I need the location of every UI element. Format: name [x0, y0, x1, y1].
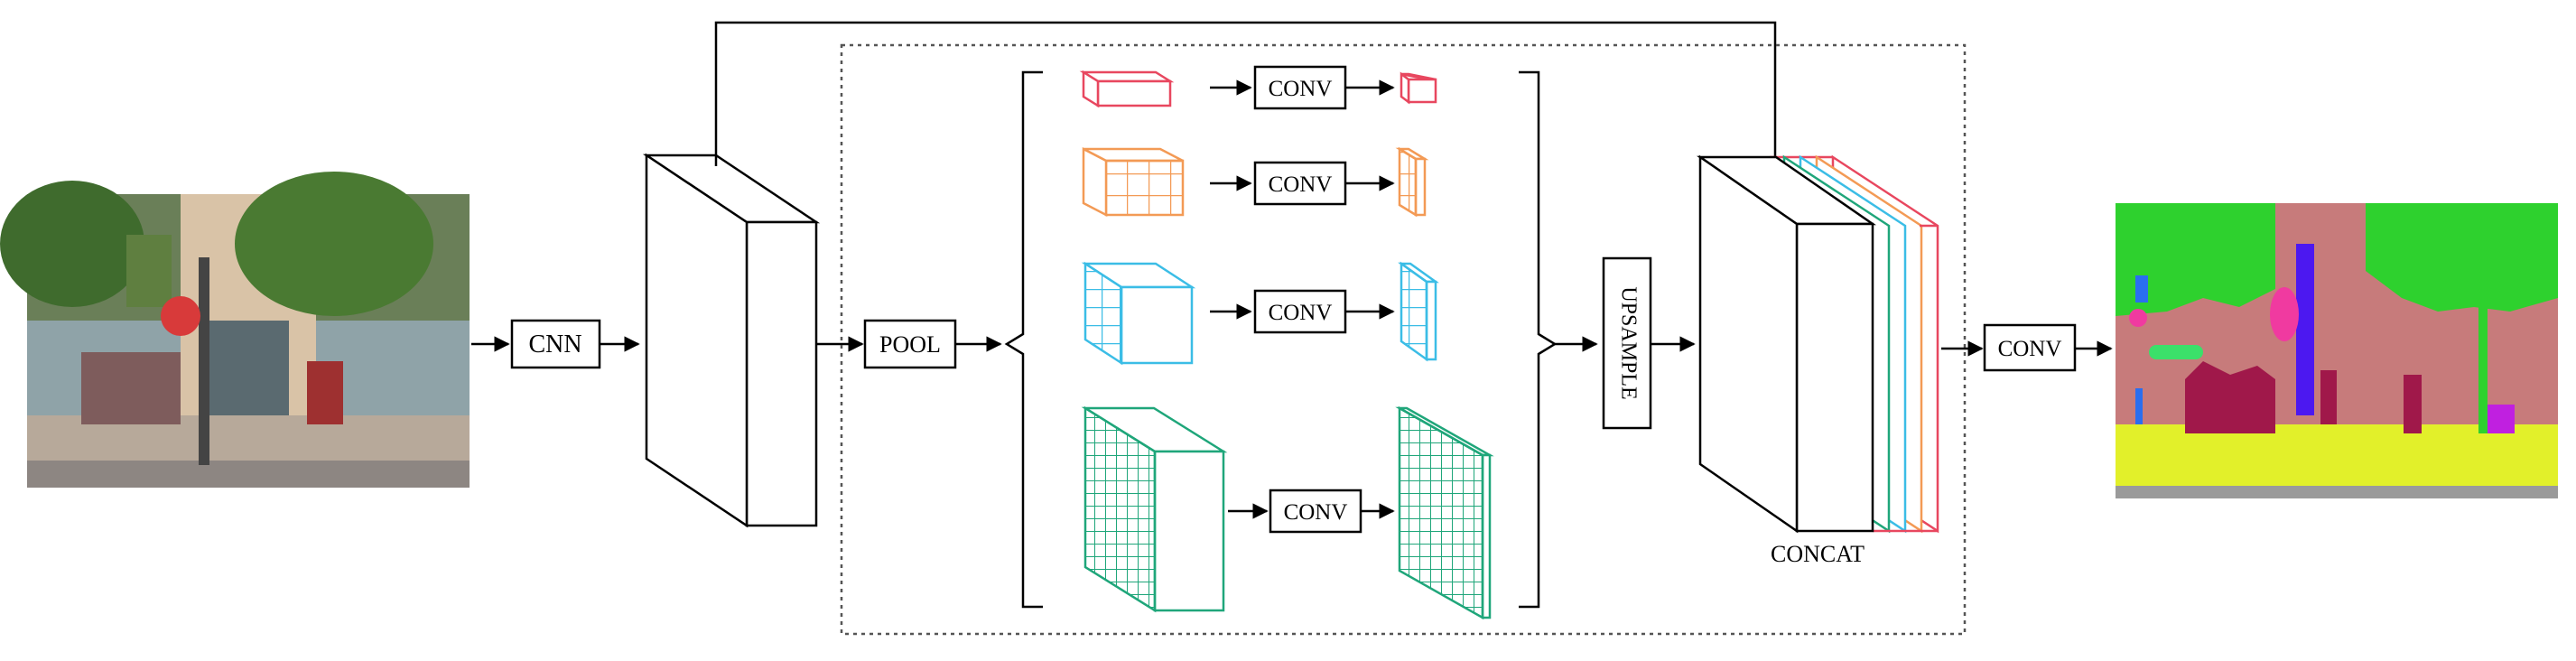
final-conv-label: CONV [1998, 337, 2062, 361]
pooled-feature-cyan [1081, 261, 1196, 366]
pooled-feature-red [1079, 70, 1175, 108]
concat-label: CONCAT [1771, 541, 1865, 567]
pool-label: POOL [879, 331, 941, 358]
reduced-feature-green [1395, 405, 1494, 620]
output-segmentation [2116, 203, 2558, 498]
input-image [0, 172, 470, 488]
cnn-label: CNN [528, 330, 581, 358]
pyramid-pooling-module [840, 43, 1967, 636]
feature-map [642, 153, 821, 528]
conv-label-4: CONV [1284, 500, 1348, 525]
skip-connection-arrow [714, 21, 1783, 182]
reduced-feature-cyan [1398, 261, 1439, 362]
conv-label-3: CONV [1269, 301, 1333, 325]
pooled-feature-orange [1082, 146, 1185, 218]
conv-label-2: CONV [1269, 172, 1333, 197]
upsample-label: UPSAMPLE [1616, 286, 1640, 399]
pooled-feature-green [1081, 405, 1228, 613]
concat-block [1696, 154, 1939, 534]
left-bracket [1004, 70, 1043, 609]
reduced-feature-orange [1395, 146, 1429, 218]
upsample-box [1602, 256, 1652, 430]
right-bracket [1519, 70, 1558, 609]
reduced-feature-red [1400, 71, 1437, 105]
conv-box-4 [1269, 489, 1362, 534]
pool-box [863, 319, 957, 369]
conv-label-1: CONV [1269, 77, 1333, 101]
conv-box-1 [1253, 65, 1347, 110]
conv-box-3 [1253, 289, 1347, 334]
